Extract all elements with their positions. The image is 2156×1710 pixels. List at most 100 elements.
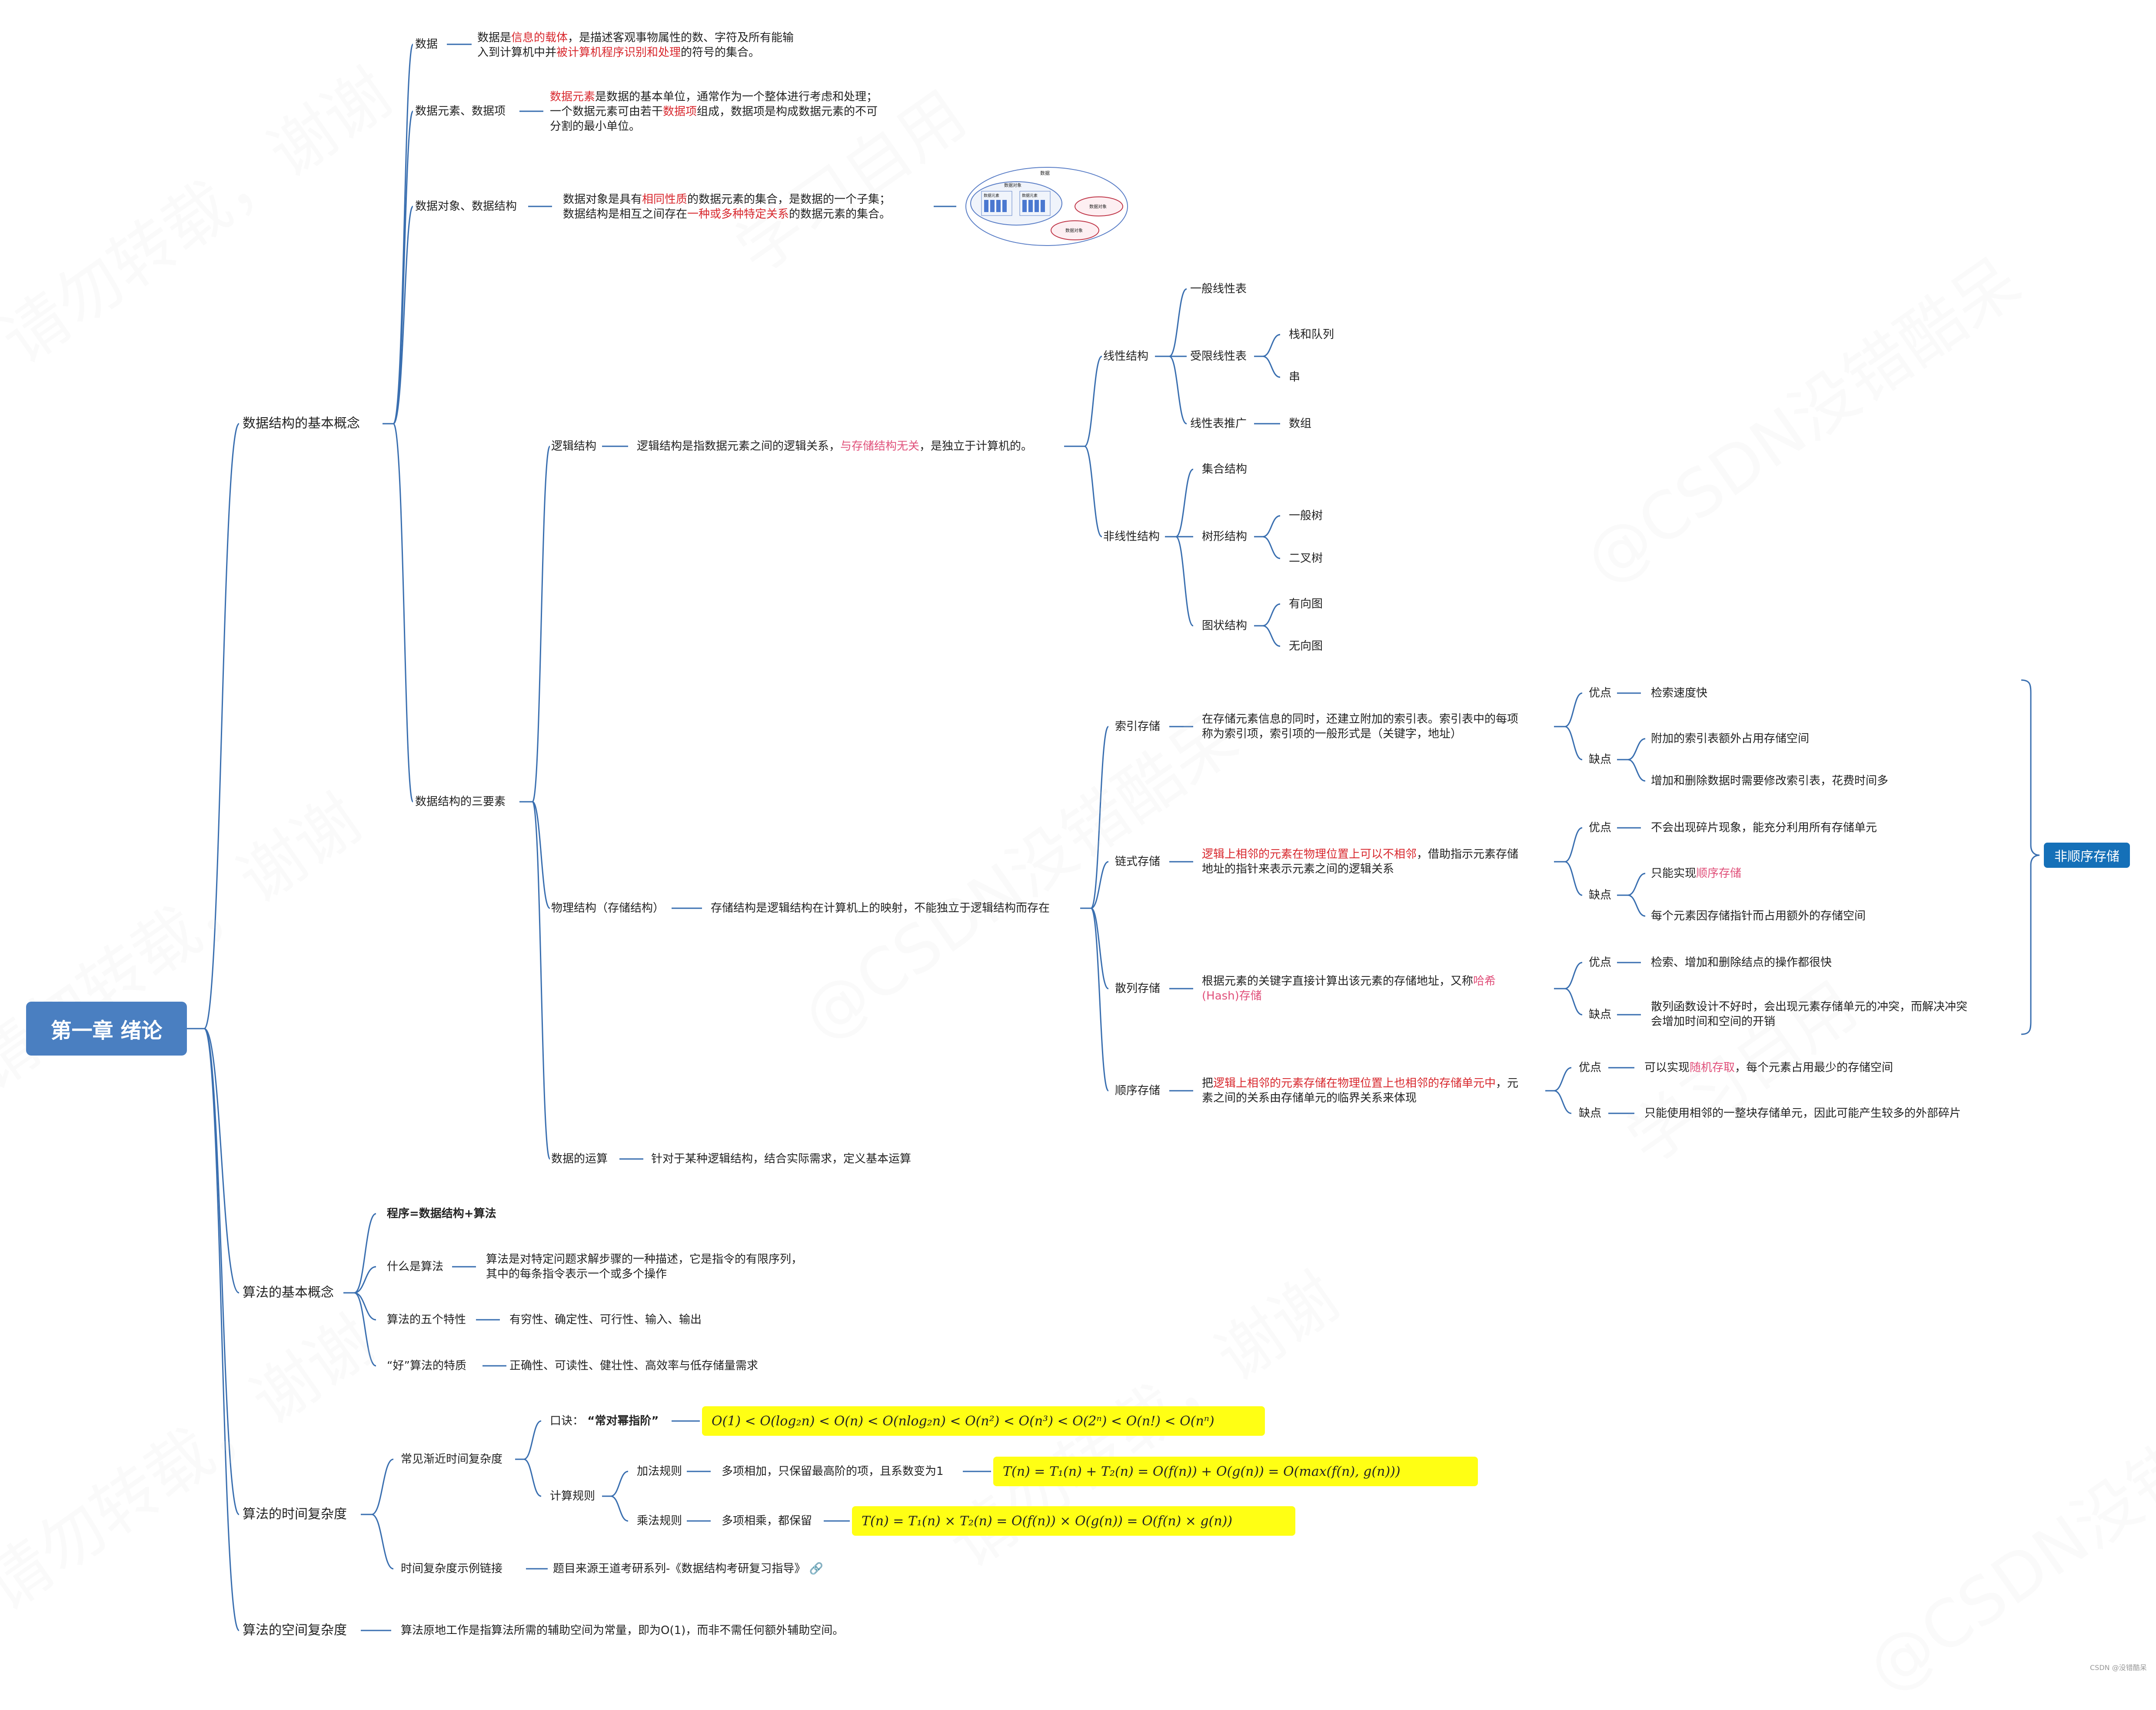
node-binary-tree[interactable]: 二叉树	[1289, 552, 1323, 565]
node-linked-storage[interactable]: 链式存储	[1115, 855, 1161, 868]
node-linked-pros[interactable]: 优点	[1589, 821, 1612, 834]
five-properties-note: 有穷性、确定性、可行性、输入、输出	[509, 1313, 702, 1326]
node-linked-con-1[interactable]: 只能实现顺序存储	[1651, 866, 1741, 881]
node-array[interactable]: 数组	[1289, 417, 1312, 430]
node-five-properties[interactable]: 算法的五个特性	[387, 1313, 466, 1326]
non-sequential-storage-tag[interactable]: 非顺序存储	[2044, 843, 2130, 868]
node-algorithm-concepts[interactable]: 算法的基本概念	[243, 1285, 334, 1300]
node-stack-queue[interactable]: 栈和队列	[1289, 328, 1334, 341]
node-hash-cons[interactable]: 缺点	[1589, 1008, 1612, 1021]
hash-note: 根据元素的关键字直接计算出该元素的存储地址，又称哈希 (Hash)存储	[1202, 974, 1496, 1003]
node-index-cons[interactable]: 缺点	[1589, 753, 1612, 766]
node-multiplication-rule[interactable]: 乘法规则	[637, 1514, 682, 1527]
thumb-label-object3: 数据对象	[1065, 228, 1083, 233]
thumb-label-object: 数据对象	[1004, 183, 1021, 188]
object-note-highlight: 相同性质	[642, 193, 688, 206]
node-linked-con-2[interactable]: 每个元素因存储指针而占用额外的存储空间	[1651, 910, 1866, 923]
hash-con-text: 散列函数设计不好时，会出现元素存储单元的冲突，而解决冲突	[1651, 1000, 1968, 1013]
data-structure-thumbnail[interactable]: 数据 数据对象 数据元素 数据元素 数据对象 数据对象	[964, 165, 1129, 248]
node-data-object[interactable]: 数据对象、数据结构	[415, 200, 517, 213]
node-seq-pros[interactable]: 优点	[1579, 1061, 1602, 1074]
node-seq-con-1[interactable]: 只能使用相邻的一整块存储单元，因此可能产生较多的外部碎片	[1644, 1107, 1961, 1120]
node-graph-structure[interactable]: 图状结构	[1202, 619, 1248, 632]
linked-con-highlight: 顺序存储	[1696, 867, 1742, 880]
element-note-highlight: 数据元素	[550, 90, 596, 103]
logical-note-text: 逻辑结构是指数据元素之间的逻辑关系，	[637, 440, 841, 453]
node-hash-pro-1[interactable]: 检索、增加和删除结点的操作都很快	[1651, 956, 1832, 969]
node-physical-structure[interactable]: 物理结构（存储结构）	[551, 902, 665, 915]
node-program-formula[interactable]: 程序=数据结构+算法	[387, 1207, 496, 1220]
node-linked-cons[interactable]: 缺点	[1589, 889, 1612, 902]
node-time-complexity[interactable]: 算法的时间复杂度	[243, 1507, 347, 1522]
node-data-operations[interactable]: 数据的运算	[551, 1152, 608, 1165]
node-hash-con-1[interactable]: 散列函数设计不好时，会出现元素存储单元的冲突，而解决冲突 会增加时间和空间的开销	[1651, 999, 1967, 1029]
logical-note-highlight: 与存储结构无关	[840, 440, 920, 453]
node-seq-cons[interactable]: 缺点	[1579, 1107, 1602, 1120]
node-tree-structure[interactable]: 树形结构	[1202, 530, 1248, 543]
object-note-text: 的数据元素的集合，是数据的一个子集；	[687, 193, 891, 206]
root-label: 第一章 绪论	[50, 1019, 163, 1043]
data-note-highlight: 信息的载体	[511, 31, 568, 44]
data-note-text: 数据是	[477, 31, 512, 44]
link-icon[interactable]: 🔗	[809, 1562, 824, 1575]
footer-credit: CSDN @没错酷呆	[2090, 1664, 2147, 1672]
node-mnemonic[interactable]: 口诀： “常对幂指阶”	[550, 1414, 659, 1428]
node-three-elements[interactable]: 数据结构的三要素	[415, 795, 506, 808]
node-directed-graph[interactable]: 有向图	[1289, 598, 1323, 611]
node-complexity-link[interactable]: 时间复杂度示例链接	[401, 1562, 503, 1575]
node-hash-storage[interactable]: 散列存储	[1115, 982, 1161, 995]
object-note-text: 的数据元素的集合。	[789, 208, 891, 221]
element-note-highlight: 数据项	[663, 105, 697, 118]
thumb-label-element: 数据元素	[984, 193, 999, 198]
node-addition-rule[interactable]: 加法规则	[637, 1465, 682, 1478]
node-linear-extension[interactable]: 线性表推广	[1190, 417, 1247, 430]
linked-con-text: 只能实现	[1651, 867, 1697, 880]
index-note-text: 在存储元素信息的同时，还建立附加的索引表。索引表中的每项	[1202, 713, 1519, 726]
node-index-storage[interactable]: 索引存储	[1115, 720, 1161, 733]
seq-note-text: 素之间的关系由存储单元的临界关系来体现	[1202, 1092, 1417, 1105]
hash-note-highlight: 哈希	[1473, 975, 1496, 988]
index-note-text: 称为索引项，索引项的一般形式是（关键字，地址）	[1202, 727, 1462, 740]
node-logical-structure[interactable]: 逻辑结构	[551, 440, 597, 453]
seq-note-text: 把	[1202, 1077, 1214, 1090]
node-data[interactable]: 数据	[415, 38, 438, 51]
node-calc-rules[interactable]: 计算规则	[550, 1490, 596, 1503]
node-index-pro-1[interactable]: 检索速度快	[1651, 687, 1708, 700]
object-note-text: 数据对象是具有	[563, 193, 642, 206]
node-general-tree[interactable]: 一般树	[1289, 509, 1323, 522]
node-set-structure[interactable]: 集合结构	[1202, 463, 1248, 476]
node-undirected-graph[interactable]: 无向图	[1289, 640, 1323, 653]
space-complexity-note: 算法原地工作是指算法所需的辅助空间为常量，即为O(1)，而非不需任何额外辅助空间…	[401, 1624, 844, 1637]
logical-note: 逻辑结构是指数据元素之间的逻辑关系，与存储结构无关，是独立于计算机的。	[637, 439, 1032, 454]
node-restricted-linear-list[interactable]: 受限线性表	[1190, 350, 1247, 363]
node-string[interactable]: 串	[1289, 371, 1301, 384]
node-sequential-storage[interactable]: 顺序存储	[1115, 1084, 1161, 1097]
node-general-linear-list[interactable]: 一般线性表	[1190, 282, 1247, 296]
seq-pro-highlight: 随机存取	[1690, 1061, 1735, 1074]
node-data-element[interactable]: 数据元素、数据项	[415, 105, 506, 118]
root-node[interactable]: 第一章 绪论	[26, 1002, 187, 1056]
index-note: 在存储元素信息的同时，还建立附加的索引表。索引表中的每项 称为索引项，索引项的一…	[1202, 712, 1518, 741]
node-what-is-algorithm[interactable]: 什么是算法	[387, 1260, 444, 1273]
node-nonlinear[interactable]: 非线性结构	[1103, 530, 1160, 543]
node-common-complexities[interactable]: 常见渐近时间复杂度	[401, 1453, 503, 1466]
node-hash-pros[interactable]: 优点	[1589, 956, 1612, 969]
seq-pro-text: 可以实现	[1644, 1061, 1690, 1074]
node-index-con-1[interactable]: 附加的索引表额外占用存储空间	[1651, 732, 1810, 745]
thumb-label-object2: 数据对象	[1089, 204, 1107, 209]
node-space-complexity[interactable]: 算法的空间复杂度	[243, 1623, 347, 1638]
node-linked-pro-1[interactable]: 不会出现碎片现象，能充分利用所有存储单元	[1651, 821, 1877, 834]
object-note-highlight: 一种或多种特定关系	[687, 208, 789, 221]
thumb-label-element: 数据元素	[1022, 193, 1038, 198]
node-seq-pro-1[interactable]: 可以实现随机存取，每个元素占用最少的存储空间	[1644, 1060, 1893, 1075]
node-good-algorithm[interactable]: “好”算法的特质	[387, 1359, 466, 1372]
node-basic-concepts[interactable]: 数据结构的基本概念	[243, 416, 360, 431]
complexity-link-note[interactable]: 题目来源王道考研系列-《数据结构考研复习指导》 🔗	[553, 1561, 823, 1576]
node-index-pros[interactable]: 优点	[1589, 687, 1612, 700]
seq-note-text: ，元	[1496, 1077, 1519, 1090]
addition-rule-note: 多项相加，只保留最高阶的项，且系数变为1	[722, 1465, 944, 1478]
algorithm-note-text: 算法是对特定问题求解步骤的一种描述，它是指令的有限序列，	[486, 1253, 803, 1266]
node-linear[interactable]: 线性结构	[1103, 350, 1149, 363]
node-index-con-2[interactable]: 增加和删除数据时需要修改索引表，花费时间多	[1651, 774, 1889, 787]
data-note-highlight: 被计算机程序识别和处理	[556, 46, 681, 59]
